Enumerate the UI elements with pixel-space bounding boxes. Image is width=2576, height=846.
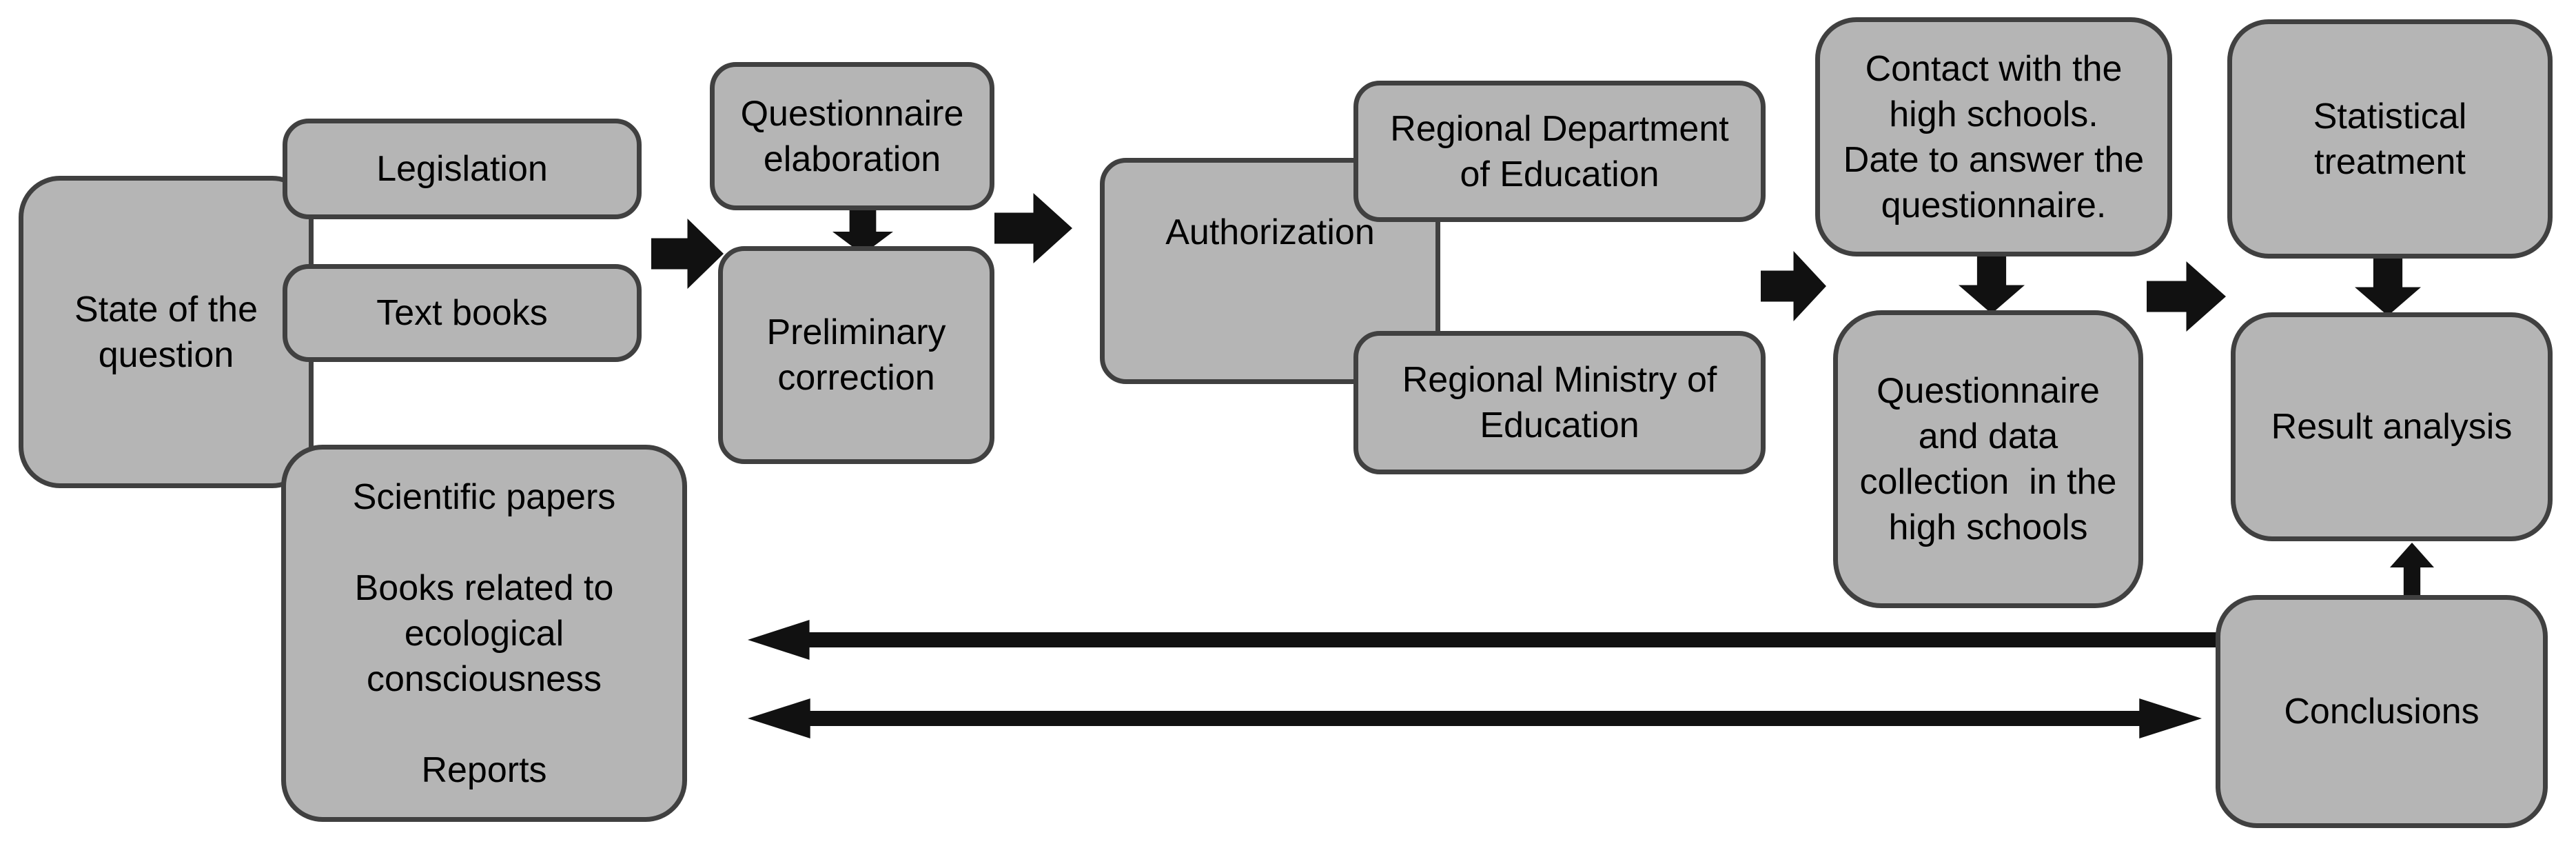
node-conclusions: Conclusions	[2216, 595, 2548, 828]
node-contact-high-schools: Contact with the high schools. Date to a…	[1815, 17, 2172, 256]
node-regional-ministry: Regional Ministry of Education	[1353, 331, 1766, 474]
flow-arrow-right-1-icon	[651, 219, 724, 289]
node-authorization-label: Authorization	[1165, 212, 1375, 252]
node-conclusions-label: Conclusions	[2284, 692, 2480, 732]
node-preliminary-correction-label: Preliminary correction	[766, 312, 946, 398]
feedback-arrow-lower-icon	[748, 698, 2202, 738]
node-text-books: Text books	[283, 264, 642, 362]
flow-arrow-right-2-icon	[994, 193, 1072, 263]
node-scientific-papers: Scientific papers Books related to ecolo…	[281, 445, 687, 822]
node-regional-department-label: Regional Department of Education	[1390, 108, 1729, 194]
node-questionnaire-data-collection-label: Questionnaire and data collection in the…	[1859, 371, 2117, 547]
flow-arrow-up-1-icon	[2390, 543, 2434, 598]
flow-arrow-down-2-icon	[1959, 256, 2025, 314]
node-legislation-label: Legislation	[376, 149, 548, 189]
node-questionnaire-elaboration: Questionnaire elaboration	[710, 62, 994, 210]
node-result-analysis: Result analysis	[2231, 312, 2553, 541]
node-legislation: Legislation	[283, 119, 642, 219]
node-state-of-the-question: State of the question	[19, 176, 314, 488]
node-questionnaire-elaboration-label: Questionnaire elaboration	[740, 93, 964, 179]
node-statistical-treatment-label: Statistical treatment	[2313, 96, 2467, 182]
node-regional-department: Regional Department of Education	[1353, 81, 1766, 222]
node-result-analysis-label: Result analysis	[2271, 407, 2513, 447]
node-scientific-papers-label: Scientific papers Books related to ecolo…	[352, 476, 616, 790]
node-questionnaire-data-collection: Questionnaire and data collection in the…	[1833, 310, 2143, 608]
node-state-of-the-question-label: State of the question	[74, 289, 258, 375]
flow-arrow-right-4-icon	[2147, 261, 2226, 332]
node-statistical-treatment: Statistical treatment	[2227, 19, 2553, 259]
flow-arrow-down-3-icon	[2355, 259, 2421, 316]
node-text-books-label: Text books	[376, 293, 548, 333]
flow-arrow-right-3-icon	[1761, 251, 1826, 321]
node-preliminary-correction: Preliminary correction	[718, 246, 994, 464]
node-regional-ministry-label: Regional Ministry of Education	[1402, 360, 1717, 445]
feedback-arrow-upper-icon	[748, 620, 2218, 660]
node-contact-high-schools-label: Contact with the high schools. Date to a…	[1843, 48, 2145, 225]
